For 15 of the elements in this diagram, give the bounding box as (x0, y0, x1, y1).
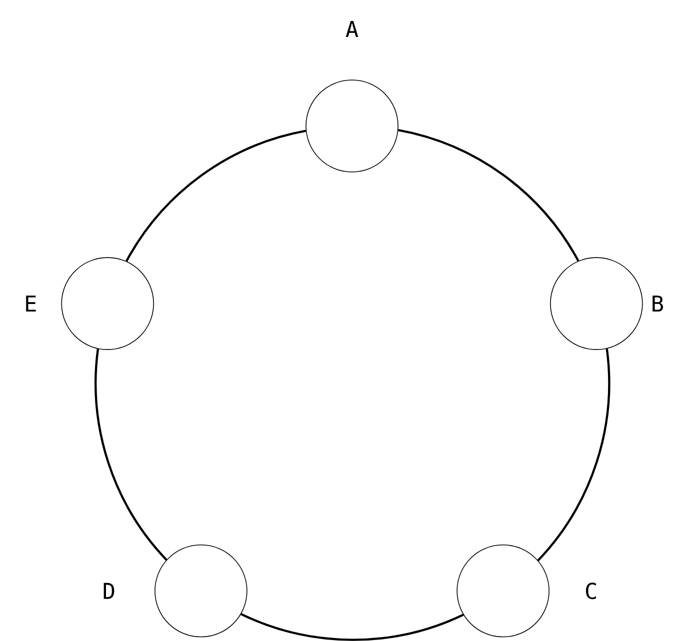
circle-node (550, 257, 643, 350)
node-label: B (652, 296, 663, 312)
node-label: A (346, 21, 358, 37)
node-label: E (26, 296, 36, 312)
node-label: C (586, 582, 596, 600)
circle-node (306, 80, 398, 172)
arc-line (537, 348, 610, 562)
circle-node (456, 544, 550, 638)
circle-node (154, 544, 248, 638)
arc-line (240, 613, 464, 641)
circle-node (61, 257, 154, 350)
node-label: D (104, 582, 114, 599)
arc-line (126, 130, 306, 262)
arc-line (94, 348, 168, 561)
arc-line (398, 128, 580, 262)
